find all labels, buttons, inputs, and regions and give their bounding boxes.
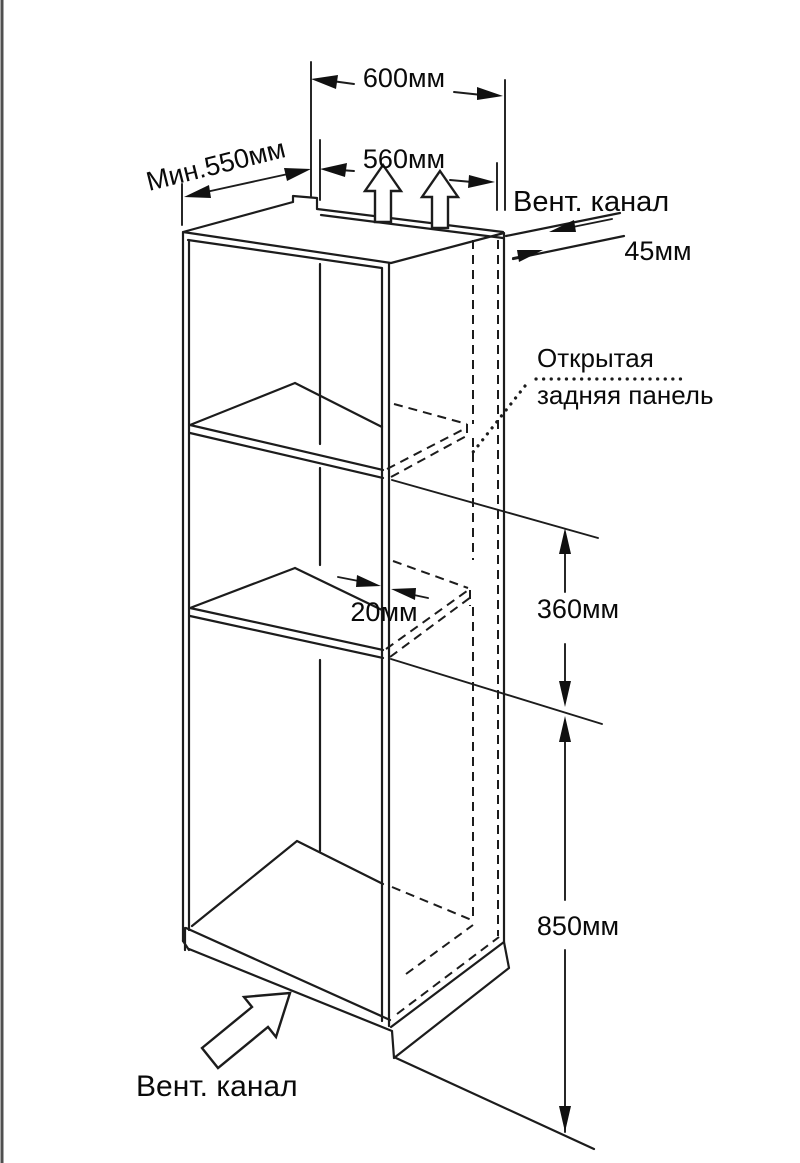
extension-lines	[181, 61, 603, 725]
label-floor-height: 850мм	[537, 911, 619, 941]
arrowhead-600-left	[311, 75, 338, 89]
plinth	[181, 926, 596, 1151]
label-inner-width: 560мм	[363, 144, 445, 174]
airflow-arrows	[362, 162, 461, 230]
airflow-arrow-icon	[419, 168, 461, 230]
label-shelf-gap: 20мм	[350, 597, 417, 627]
arrowhead-550-left	[184, 185, 211, 198]
arrowhead-850-bottom	[559, 1106, 571, 1132]
arrowhead-550-right	[284, 168, 311, 181]
vent-arrow-icon	[200, 991, 292, 1070]
label-vent-gap: 45мм	[624, 236, 691, 266]
labels: 600мм Мин.550мм 560мм Вент. канал 45мм О…	[136, 63, 714, 1103]
hidden-edges	[385, 240, 500, 1015]
shelf-middle	[188, 566, 385, 660]
shelf-upper	[188, 381, 385, 480]
arrowhead-20-right	[391, 588, 416, 600]
label-niche-height: 360мм	[537, 594, 619, 624]
label-vent-channel-top: Вент. канал	[513, 186, 669, 218]
cabinet-floor	[190, 839, 385, 928]
arrowhead-560-right	[468, 175, 495, 188]
label-depth: Мин.550мм	[143, 133, 288, 197]
arrowhead-850-top	[559, 716, 571, 742]
airflow-arrow-icon	[362, 162, 404, 224]
arrowhead-45-upper	[549, 220, 576, 232]
label-vent-channel-bottom: Вент. канал	[136, 1070, 298, 1103]
open-back-leader	[468, 377, 690, 458]
arrowhead-20-left	[356, 575, 381, 587]
label-open-back-line1: Открытая	[537, 343, 654, 373]
arrowhead-600-right	[477, 87, 503, 100]
arrowhead-45-lower	[517, 250, 543, 262]
dimension-lines	[184, 75, 613, 1133]
arrowhead-560-left	[320, 163, 347, 177]
label-top-width: 600мм	[363, 63, 445, 93]
label-open-back-line2: задняя панель	[537, 380, 714, 410]
arrowhead-360-top	[559, 528, 571, 554]
arrowhead-360-bottom	[559, 681, 571, 707]
cabinet-outline	[181, 194, 596, 1151]
